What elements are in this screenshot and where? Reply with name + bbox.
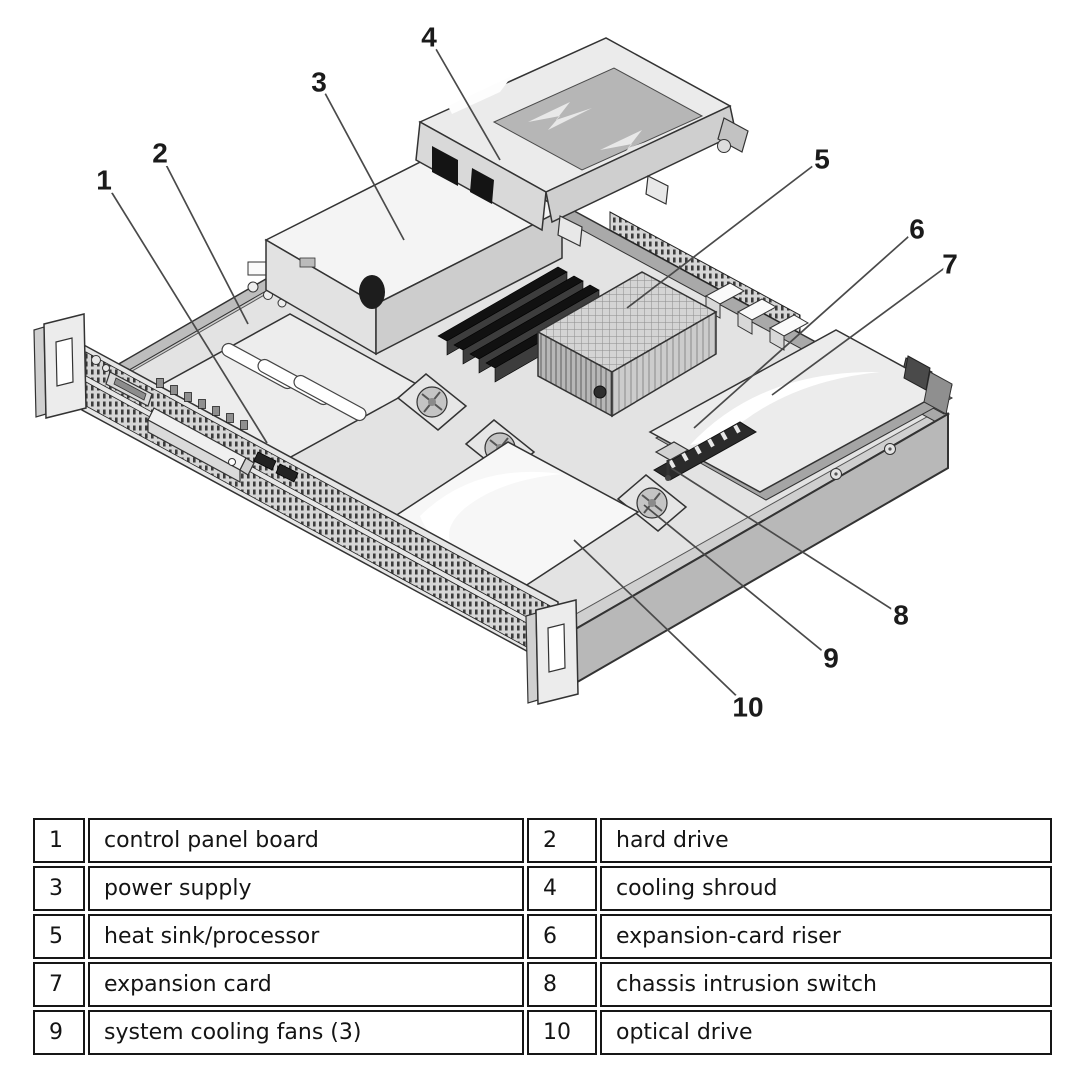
callout-8-leader-line: [670, 467, 902, 616]
legend-label: control panel board: [88, 818, 524, 863]
legend-label: optical drive: [600, 1010, 1052, 1055]
callout-6-label: 6: [909, 214, 925, 245]
legend-num: 8: [527, 962, 597, 1007]
legend-num: 5: [33, 914, 85, 959]
legend-num: 9: [33, 1010, 85, 1055]
legend-row: 9 system cooling fans (3) 10 optical dri…: [33, 1010, 1052, 1055]
legend-row: 1 control panel board 2 hard drive: [33, 818, 1052, 863]
chassis-intrusion-switch: [654, 441, 690, 481]
callout-7-label: 7: [942, 249, 958, 280]
expansion-card: [648, 329, 954, 501]
expansion-card-riser: [653, 421, 757, 481]
callout-5-label: 5: [814, 144, 830, 175]
callout-1-leader-line: [103, 179, 268, 444]
callout-overlay: 1 2 3 4 5 67 8 9 10: [93, 18, 962, 726]
legend-row: 3 power supply 4 cooling shroud: [33, 866, 1052, 911]
legend-label: power supply: [88, 866, 524, 911]
legend-label: expansion-card riser: [600, 914, 1052, 959]
callout-7-leader-line: [771, 263, 951, 396]
callout-4-label: 4: [421, 22, 437, 53]
callout-10-label: 10: [732, 692, 763, 723]
left-mounting-ear: [33, 313, 87, 419]
usb-ports-icon: [253, 451, 299, 483]
callout-8-label: 8: [893, 600, 909, 631]
right-mounting-ear: [525, 599, 579, 705]
legend-label: cooling shroud: [600, 866, 1052, 911]
psu-fan-opening: [359, 275, 385, 309]
fan-icon: [616, 474, 688, 532]
legend-label: heat sink/processor: [88, 914, 524, 959]
callout-2-label: 2: [152, 138, 168, 169]
legend-label: system cooling fans (3): [88, 1010, 524, 1055]
drive-bay-blank: [147, 407, 255, 484]
legend-num: 1: [33, 818, 85, 863]
front-panel-leds: [91, 355, 110, 372]
legend-label: hard drive: [600, 818, 1052, 863]
callout-9-leader-line: [643, 504, 832, 659]
legend-num: 3: [33, 866, 85, 911]
legend-num: 10: [527, 1010, 597, 1055]
legend-table: 1 control panel board 2 hard drive 3 pow…: [30, 815, 1055, 1058]
legend-num: 7: [33, 962, 85, 1007]
callout-3-label: 3: [311, 67, 327, 98]
legend-label: chassis intrusion switch: [600, 962, 1052, 1007]
vga-connector-icon: [105, 371, 153, 407]
fan-icon: [396, 373, 468, 431]
callout-2-leader-line: [159, 152, 249, 325]
legend-num: 6: [527, 914, 597, 959]
callout-6-leader-line: [693, 228, 918, 429]
server-diagram-svg: 1 2 3 4 5 67 8 9 10: [33, 18, 962, 726]
legend-label: expansion card: [88, 962, 524, 1007]
callout-5-leader-line: [626, 158, 823, 309]
callout-1-label: 1: [96, 165, 112, 196]
control-panel-headers: [156, 378, 248, 430]
heat-sink-processor: [536, 271, 718, 418]
callout-3-leader-line: [318, 81, 405, 241]
legend-num: 4: [527, 866, 597, 911]
callout-4-leader-line: [428, 36, 501, 161]
legend-row: 7 expansion card 8 chassis intrusion swi…: [33, 962, 1052, 1007]
legend-row: 5 heat sink/processor 6 expansion-card r…: [33, 914, 1052, 959]
cooling-shroud: [415, 37, 749, 247]
legend-num: 2: [527, 818, 597, 863]
front-bezel: [81, 342, 559, 670]
callout-9-label: 9: [823, 643, 839, 674]
callout-10-leader-line: [573, 539, 749, 708]
